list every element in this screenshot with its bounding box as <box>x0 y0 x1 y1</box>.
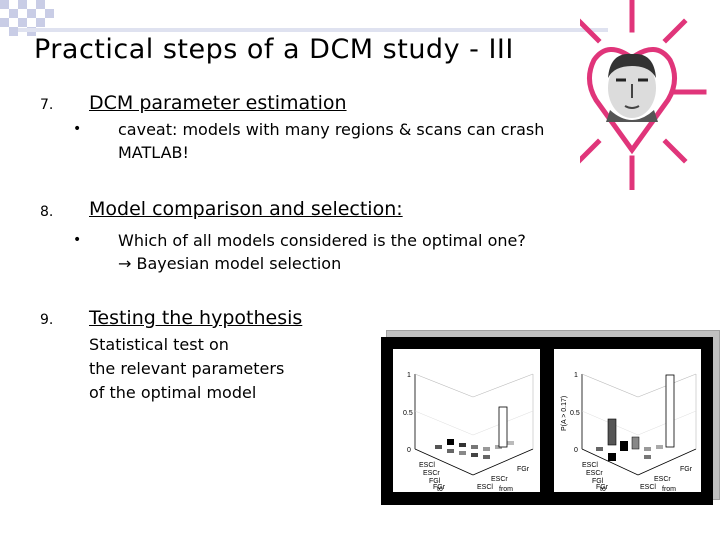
left-label-escr: ESCr <box>423 470 440 477</box>
item-number-8: 8. <box>40 204 54 220</box>
item-heading-testing-hypothesis: Testing the hypothesis <box>89 307 303 329</box>
slide-title: Practical steps of a DCM study - III <box>34 34 514 65</box>
left-label-escl2: ESCl <box>477 484 493 491</box>
bullet-7: • <box>73 121 82 137</box>
left-3d-bar-plot: 1 0.5 0 ESCl ESCr FGl FGr ESCr FGr ESCl … <box>393 349 540 492</box>
right-label-fgr2: FGr <box>680 466 693 473</box>
right-ytick-1: 1 <box>574 372 578 379</box>
item-heading-model-comparison: Model comparison and selection: <box>89 198 403 220</box>
item-number-7: 7. <box>40 97 54 113</box>
right-ytick-05: 0.5 <box>570 410 580 417</box>
left-label-escl: ESCl <box>419 462 435 469</box>
left-ytick-1: 1 <box>407 372 411 379</box>
right-ytick-0: 0 <box>574 447 578 454</box>
right-label-fgr: FGr <box>596 484 609 491</box>
right-label-escr2: ESCr <box>654 476 671 483</box>
right-3d-bar-plot: P(A > 0.17) 1 0.5 0 ESCl ESCr FGl FGr <box>554 349 701 492</box>
item-heading-parameter-estimation: DCM parameter estimation <box>89 92 347 114</box>
title-rule <box>18 28 608 32</box>
right-label-escl2: ESCl <box>640 484 656 491</box>
item-9-text: Statistical test on the relevant paramet… <box>89 335 285 402</box>
left-label-escr2: ESCr <box>491 476 508 483</box>
item-8-text: Which of all models considered is the op… <box>118 231 526 273</box>
portrait-with-heart-icon <box>576 0 720 191</box>
left-ytick-0: 0 <box>407 447 411 454</box>
left-label-fgl: FGl <box>429 478 441 485</box>
left-label-fgr2: FGr <box>517 466 530 473</box>
right-label-fgl: FGl <box>592 478 604 485</box>
right-label-from: from <box>662 486 676 492</box>
left-label-from: from <box>499 486 513 492</box>
bullet-8: • <box>73 232 82 248</box>
right-label-escr: ESCr <box>586 470 603 477</box>
item-7-text: caveat: models with many regions & scans… <box>118 120 545 162</box>
result-figure: 1 0.5 0 ESCl ESCr FGl FGr ESCr FGr ESCl … <box>381 337 713 505</box>
left-label-to: to <box>437 486 443 492</box>
left-ytick-05: 0.5 <box>403 410 413 417</box>
right-ylabel: P(A > 0.17) <box>561 396 568 431</box>
item-number-9: 9. <box>40 312 54 328</box>
right-label-to: to <box>600 486 606 492</box>
right-label-escl: ESCl <box>582 462 598 469</box>
left-label-fgr: FGr <box>433 484 446 491</box>
